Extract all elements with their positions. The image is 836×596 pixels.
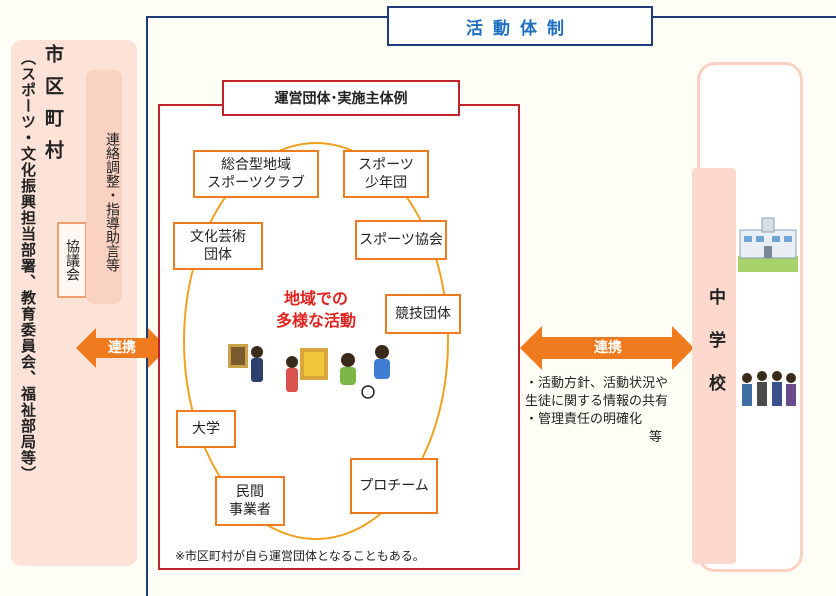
- org-sogo-line1: 総合型地域: [221, 157, 291, 173]
- organization-label: 運営団体･実施主体例: [222, 80, 460, 116]
- teachers-icon: [742, 371, 796, 406]
- municipality-title: 市区町村: [42, 44, 64, 172]
- school-building-icon: [738, 217, 798, 272]
- activity-oval: [183, 142, 449, 540]
- center-activity-text: 地域での 多様な活動: [242, 288, 390, 332]
- center-line2: 多様な活動: [275, 311, 356, 330]
- shared-item-3: ・管理責任の明確化: [525, 412, 643, 427]
- org-daigaku-box: 大学: [176, 410, 236, 448]
- shared-item-2: 生徒に関する情報の共有: [525, 394, 669, 409]
- org-shonen-line2: 少年団: [365, 175, 407, 191]
- activities-illustration: [228, 344, 390, 399]
- shared-item-1: ・活動方針、活動状況や: [525, 376, 669, 391]
- right-link-label: 連携: [594, 340, 622, 356]
- org-kyogi-box: 競技団体: [385, 294, 461, 334]
- center-line1: 地域での: [283, 289, 348, 308]
- organization-note: ※市区町村が自ら運営団体となることもある。: [175, 549, 425, 563]
- org-kyokai-box: スポーツ協会: [355, 220, 447, 260]
- org-sogo-line2: スポーツクラブ: [207, 175, 305, 191]
- council-box: 協議会: [57, 222, 87, 298]
- org-bunka-line1: 文化芸術: [190, 229, 246, 245]
- org-minkan-line2: 事業者: [229, 502, 271, 518]
- org-pro-box: プロチーム: [350, 458, 438, 514]
- school-column: [692, 168, 736, 564]
- municipality-detail: （スポーツ・文化振興担当部署、教育委員会、福祉部局等）: [19, 50, 37, 482]
- left-link-label: 連携: [108, 340, 136, 356]
- school-name: 中学校: [705, 288, 725, 417]
- shared-items-text: ・活動方針、活動状況や 生徒に関する情報の共有 ・管理責任の明確化 等: [525, 375, 668, 447]
- org-sogo-box: 総合型地域 スポーツクラブ: [193, 150, 319, 198]
- org-minkan-box: 民間 事業者: [215, 476, 285, 526]
- right-link-arrow: [520, 326, 694, 370]
- org-bunka-line2: 団体: [204, 247, 232, 263]
- org-shonen-box: スポーツ 少年団: [343, 150, 429, 198]
- page-title: 活動体制: [387, 6, 653, 46]
- left-link-arrow: [76, 328, 168, 368]
- coordination-column: 連絡調整・指導助言等: [86, 70, 122, 304]
- org-bunka-box: 文化芸術 団体: [173, 222, 263, 270]
- org-minkan-line1: 民間: [236, 484, 264, 500]
- org-shonen-line1: スポーツ: [358, 157, 414, 173]
- shared-items-suffix: 等: [649, 430, 663, 445]
